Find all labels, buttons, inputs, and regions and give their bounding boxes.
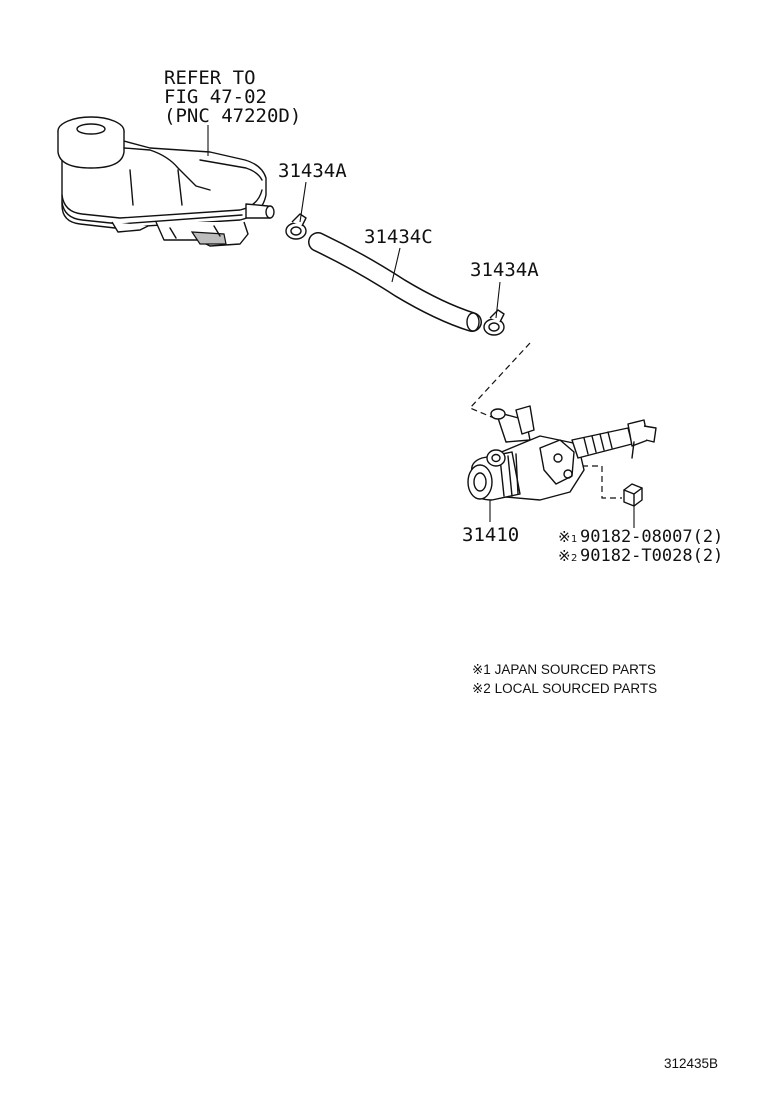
hose-clamp-lower-illustration bbox=[483, 309, 505, 336]
part-label-clamp-lower[interactable]: 31434A bbox=[470, 259, 539, 281]
part-label-bolt-local[interactable]: 90182-T0028(2) bbox=[580, 546, 723, 566]
part-label-hose[interactable]: 31434C bbox=[364, 226, 433, 248]
part-label-master-cylinder[interactable]: 31410 bbox=[462, 524, 519, 546]
bolt-local-mark: ※ bbox=[558, 547, 571, 565]
hose-illustration bbox=[308, 232, 482, 332]
illustration-id: 312435B bbox=[664, 1056, 718, 1071]
reservoir-tank-illustration bbox=[57, 116, 275, 247]
leader-line-clamp-lower bbox=[495, 281, 501, 319]
legend-note-japan: ※1 JAPAN SOURCED PARTS bbox=[472, 662, 656, 677]
part-label-clamp-upper[interactable]: 31434A bbox=[278, 160, 347, 182]
part-label-bolt-japan[interactable]: 90182-08007(2) bbox=[580, 527, 723, 547]
connection-dashed-line bbox=[468, 342, 531, 419]
hose-clamp-upper-illustration bbox=[285, 213, 307, 240]
leader-line-hose bbox=[391, 247, 401, 283]
legend-note-local: ※2 LOCAL SOURCED PARTS bbox=[472, 681, 657, 696]
reference-line-3: (PNC 47220D) bbox=[164, 105, 301, 127]
bolt-japan-mark: ※ bbox=[558, 528, 571, 546]
bolt-illustration bbox=[623, 483, 643, 507]
master-cylinder-illustration bbox=[467, 405, 657, 501]
bolt-japan-sub: 1 bbox=[571, 534, 577, 545]
bolt-local-sub: 2 bbox=[571, 553, 577, 564]
reference-line-2: FIG 47-02 bbox=[164, 86, 267, 108]
reference-line-1: REFER TO bbox=[164, 67, 256, 89]
leader-line-clamp-upper bbox=[299, 181, 307, 223]
bolt-dashed-line bbox=[582, 465, 622, 499]
